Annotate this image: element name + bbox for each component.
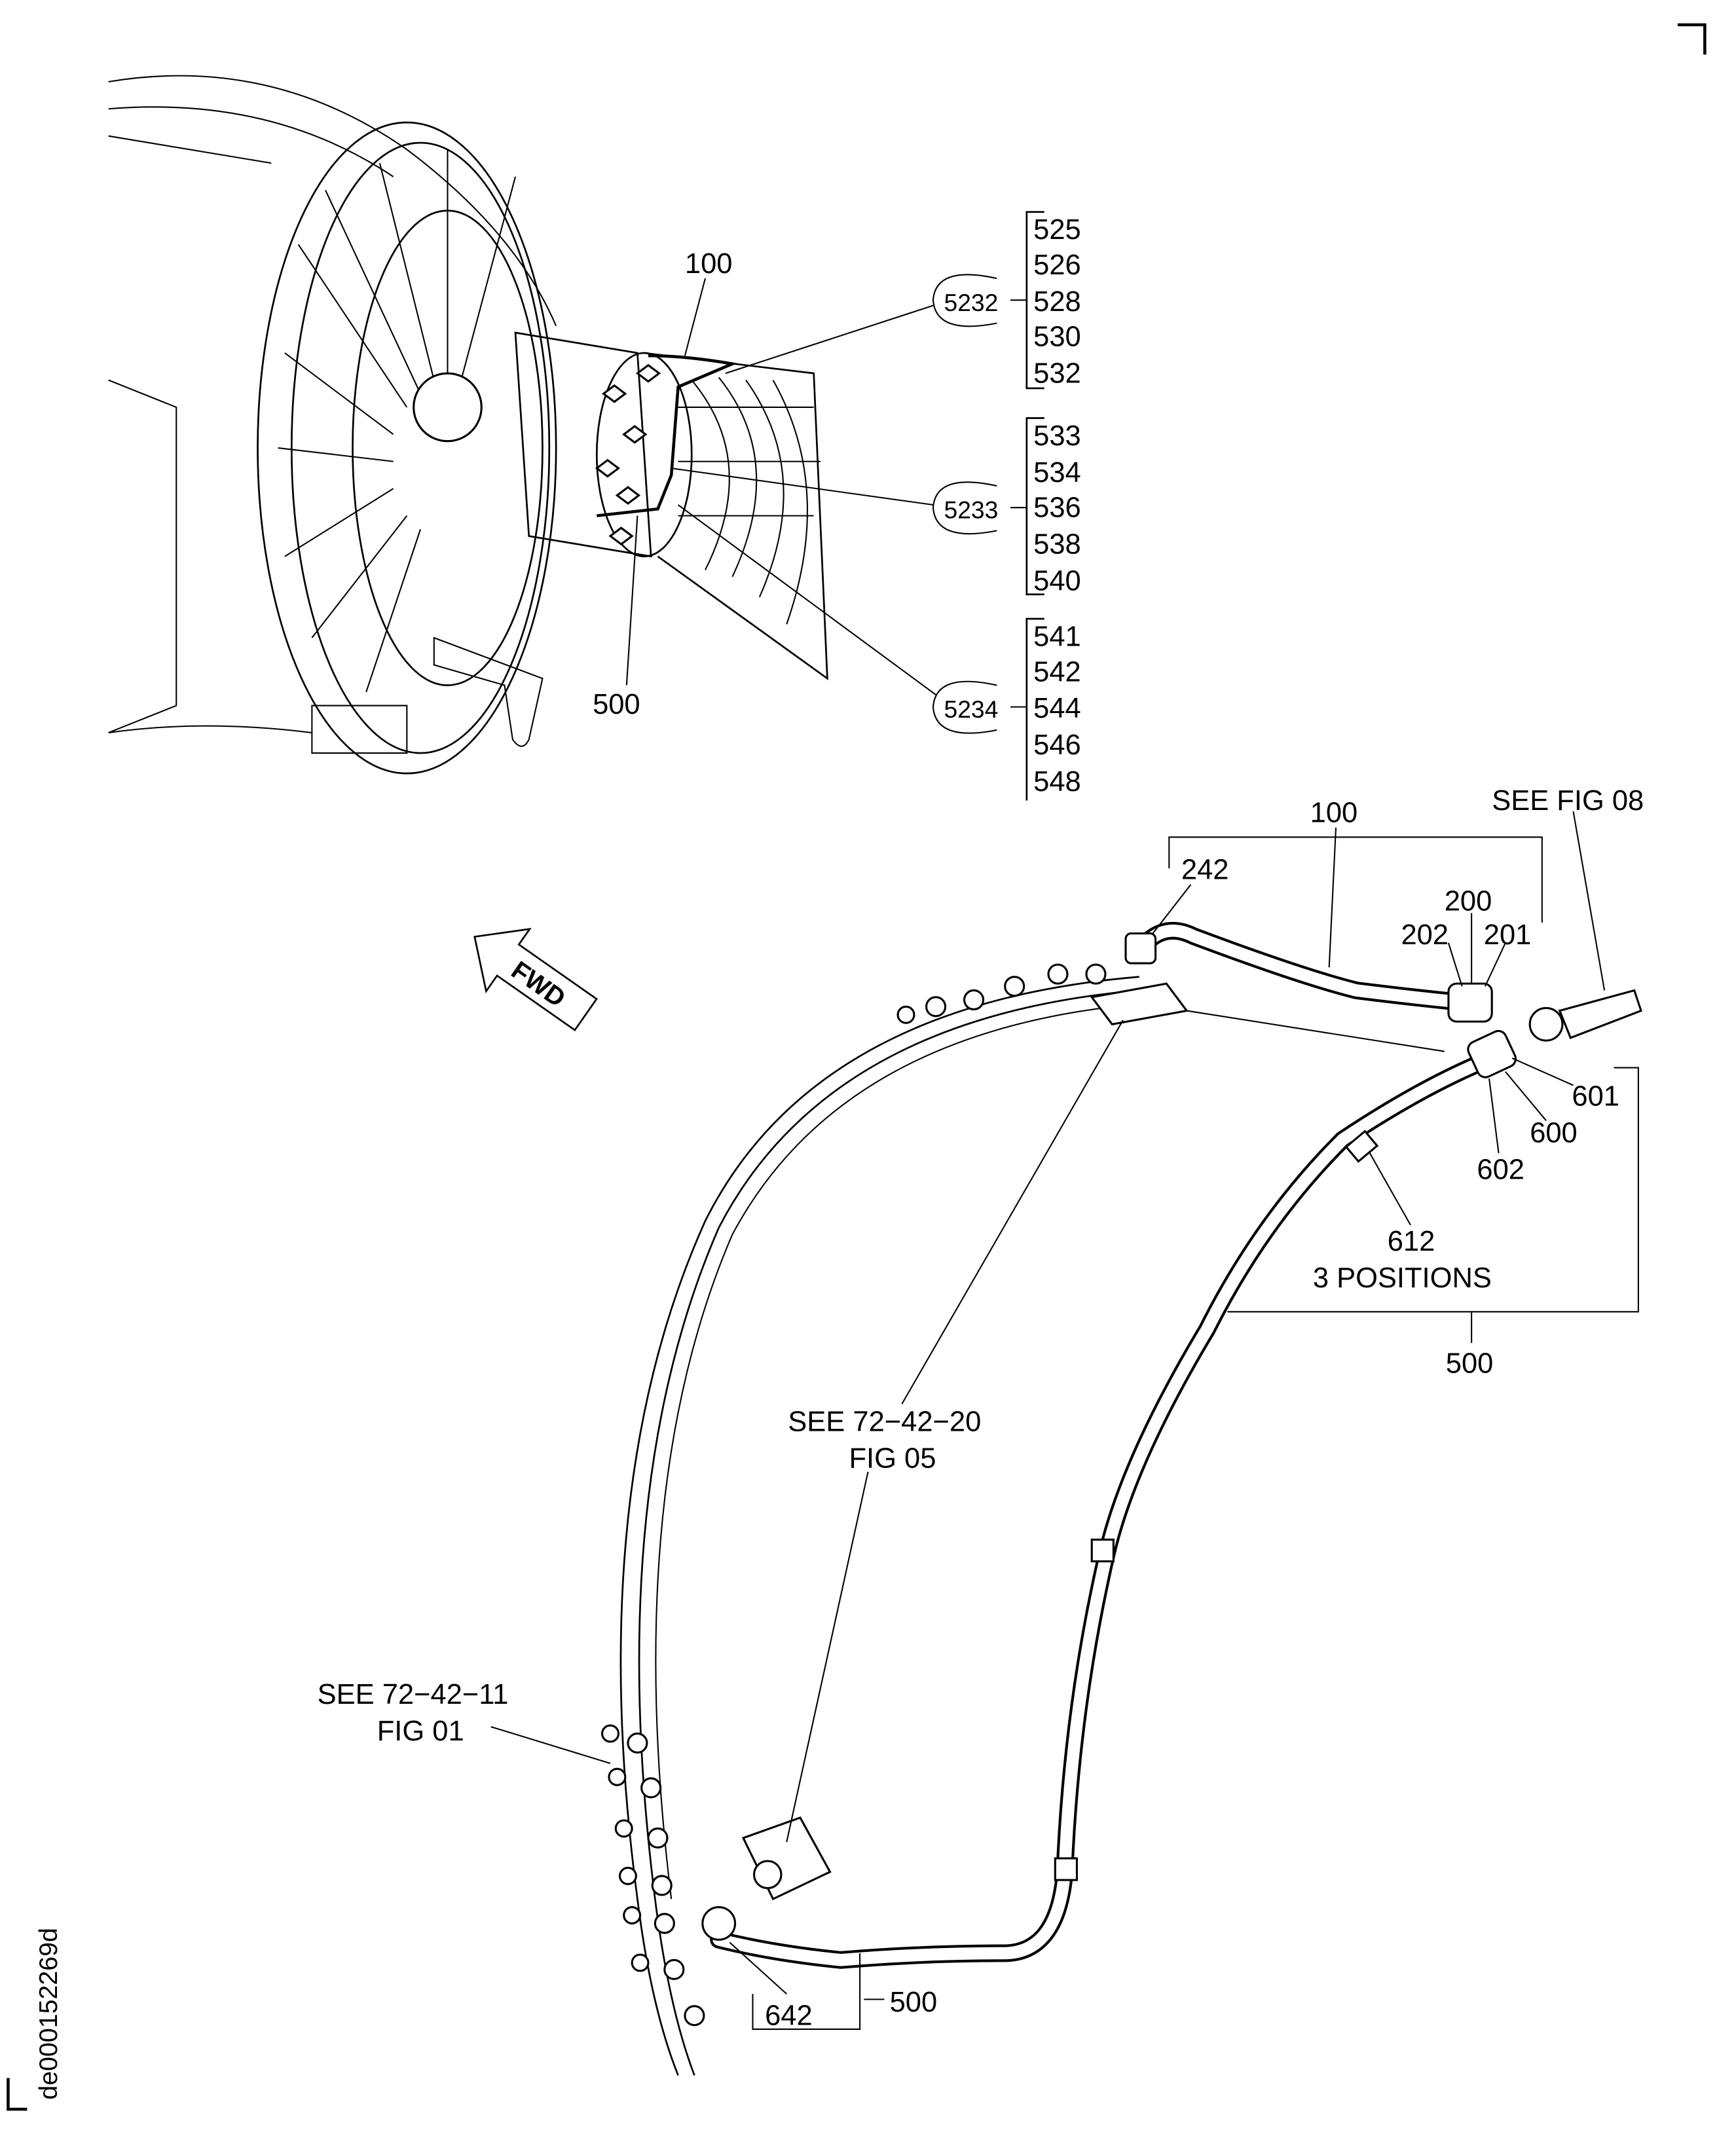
svg-text:540: 540 bbox=[1033, 566, 1081, 597]
svg-text:542: 542 bbox=[1033, 656, 1081, 688]
callout-5234: 5234 541 542 544 546 548 bbox=[932, 617, 1081, 801]
label-612: 612 bbox=[1388, 1226, 1435, 1257]
svg-text:5234: 5234 bbox=[944, 695, 998, 723]
label-3-positions: 3 POSITIONS bbox=[1313, 1262, 1492, 1294]
detail-leaders bbox=[490, 811, 1639, 2030]
tube-100 bbox=[1124, 921, 1642, 1042]
label-601: 601 bbox=[1572, 1081, 1619, 1113]
label-500-lower: 500 bbox=[890, 1987, 938, 2018]
drawing-id: de000152269d bbox=[34, 1928, 63, 2100]
svg-text:525: 525 bbox=[1033, 214, 1081, 246]
svg-text:532: 532 bbox=[1033, 358, 1081, 390]
callout-5232: 5232 525 526 528 530 532 bbox=[932, 211, 1081, 390]
engine-drawing bbox=[108, 75, 828, 775]
label-fig-01: FIG 01 bbox=[377, 1716, 464, 1747]
label-see-72-42-20: SEE 72−42−20 bbox=[788, 1407, 981, 1438]
label-see-72-42-11: SEE 72−42−11 bbox=[318, 1679, 509, 1710]
label-602: 602 bbox=[1477, 1154, 1524, 1185]
label-200: 200 bbox=[1445, 885, 1492, 917]
label-fig-05: FIG 05 bbox=[849, 1443, 936, 1475]
label-100-detail: 100 bbox=[1310, 798, 1358, 829]
svg-text:541: 541 bbox=[1033, 621, 1081, 652]
label-see-fig-08: SEE FIG 08 bbox=[1492, 785, 1644, 817]
label-500-top: 500 bbox=[593, 689, 640, 720]
label-642: 642 bbox=[765, 2000, 813, 2032]
fwd-arrow-icon: FWD bbox=[473, 927, 598, 1031]
callout-5233: 5233 533 534 536 538 540 bbox=[932, 417, 1081, 597]
corner-mark-bottom-left bbox=[7, 2078, 28, 2111]
svg-text:538: 538 bbox=[1033, 529, 1081, 561]
svg-text:528: 528 bbox=[1033, 286, 1081, 318]
label-600: 600 bbox=[1530, 1117, 1578, 1149]
svg-text:526: 526 bbox=[1033, 249, 1081, 281]
svg-text:533: 533 bbox=[1033, 420, 1081, 452]
svg-text:5232: 5232 bbox=[944, 289, 998, 316]
svg-text:5233: 5233 bbox=[944, 496, 998, 524]
svg-text:536: 536 bbox=[1033, 492, 1081, 524]
label-242: 242 bbox=[1181, 855, 1229, 886]
fan-case-ring bbox=[601, 963, 1189, 2076]
top-leaders bbox=[625, 278, 936, 695]
corner-mark-top-right bbox=[1677, 23, 1707, 55]
svg-text:548: 548 bbox=[1033, 766, 1081, 798]
label-201: 201 bbox=[1484, 919, 1532, 951]
tube-500 bbox=[701, 1029, 1517, 1969]
label-500-upper: 500 bbox=[1446, 1348, 1494, 1380]
svg-text:534: 534 bbox=[1033, 457, 1081, 488]
label-100-top: 100 bbox=[685, 248, 733, 280]
svg-text:530: 530 bbox=[1033, 322, 1081, 353]
label-202: 202 bbox=[1401, 919, 1449, 951]
svg-text:544: 544 bbox=[1033, 693, 1081, 724]
svg-text:546: 546 bbox=[1033, 729, 1081, 761]
